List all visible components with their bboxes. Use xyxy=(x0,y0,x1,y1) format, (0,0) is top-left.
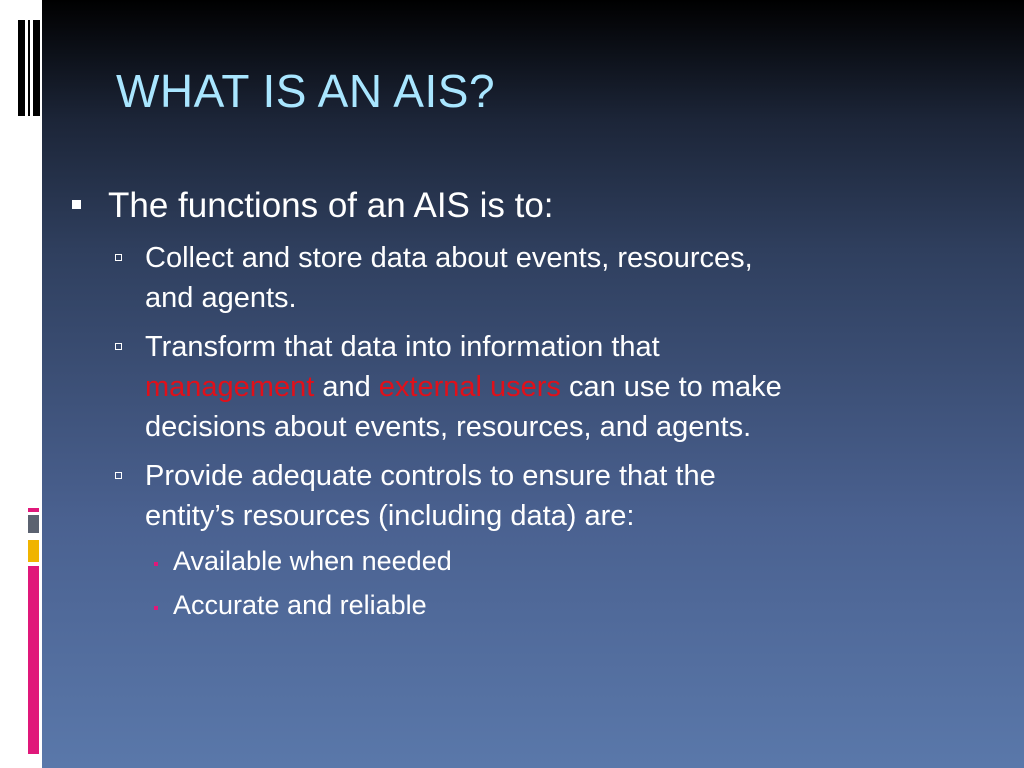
decorative-bar xyxy=(18,20,25,116)
bullet-level2-text: Collect and store data about events, res… xyxy=(145,242,753,274)
bullet-level2-text: Transform that data into information tha… xyxy=(145,331,660,363)
highlight-text: management xyxy=(145,371,315,403)
left-decorative-strip xyxy=(0,0,42,768)
small-bullet-icon xyxy=(154,562,158,566)
decorative-bar xyxy=(28,566,39,754)
bullet-level2-text: Provide adequate controls to ensure that… xyxy=(145,460,716,492)
bullet-level1: The functions of an AIS is to: xyxy=(108,186,554,225)
text-segment: and xyxy=(314,371,379,403)
bullet-level3-text: Accurate and reliable xyxy=(173,590,427,620)
decorative-bar xyxy=(28,540,39,562)
bullet-level3-text: Available when needed xyxy=(173,546,452,576)
hollow-square-bullet-icon xyxy=(115,343,122,350)
bullet-level2-text: entity’s resources (including data) are: xyxy=(145,500,635,532)
slide: WHAT IS AN AIS? The functions of an AIS … xyxy=(42,0,1024,768)
decorative-bar xyxy=(33,20,40,116)
decorative-bar xyxy=(28,508,39,512)
slide-title: WHAT IS AN AIS? xyxy=(116,65,496,117)
hollow-square-bullet-icon xyxy=(115,472,122,479)
small-bullet-icon xyxy=(154,606,158,610)
decorative-bar xyxy=(28,20,30,116)
highlight-text: external users xyxy=(378,371,561,403)
bullet-level2-text: and agents. xyxy=(145,282,297,314)
bullet-level2-text: management and external users can use to… xyxy=(145,371,782,404)
bullet-level2-text: decisions about events, resources, and a… xyxy=(145,411,752,443)
decorative-bar xyxy=(28,515,39,533)
square-bullet-icon xyxy=(72,200,81,209)
text-segment: can use to make xyxy=(560,371,782,403)
hollow-square-bullet-icon xyxy=(115,254,122,261)
slide-body: The functions of an AIS is to: Collect a… xyxy=(42,0,1024,768)
